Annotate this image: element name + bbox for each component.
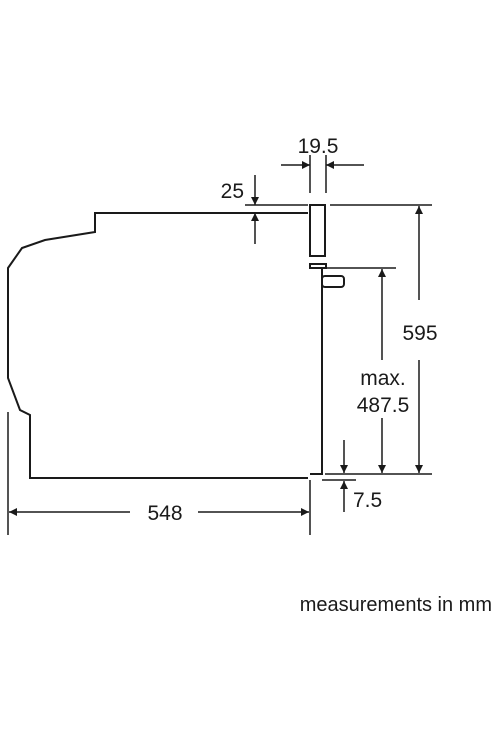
- max-height-label: 487.5: [357, 394, 410, 417]
- door-thickness-dimension: 19.5: [281, 135, 364, 193]
- max-label: max.: [360, 367, 406, 390]
- total-height-label: 595: [402, 322, 437, 345]
- max-height-dimension: max. 487.5: [326, 267, 410, 473]
- top-clearance-label: 25: [221, 180, 244, 203]
- top-clearance-dimension: 25: [221, 175, 308, 244]
- oven-door: [310, 267, 323, 475]
- door-top-edge: [309, 263, 327, 269]
- door-thickness-label: 19.5: [298, 135, 339, 158]
- control-panel: [309, 204, 326, 257]
- bottom-offset-dimension: 7.5: [322, 440, 382, 512]
- door-handle: [321, 275, 345, 288]
- total-height-dimension: 595: [325, 204, 438, 475]
- depth-label: 548: [147, 502, 182, 525]
- bottom-offset-label: 7.5: [353, 489, 382, 512]
- depth-dimension: 548: [7, 412, 311, 535]
- units-caption: measurements in mm: [300, 594, 492, 616]
- oven-body-outline: [7, 212, 308, 479]
